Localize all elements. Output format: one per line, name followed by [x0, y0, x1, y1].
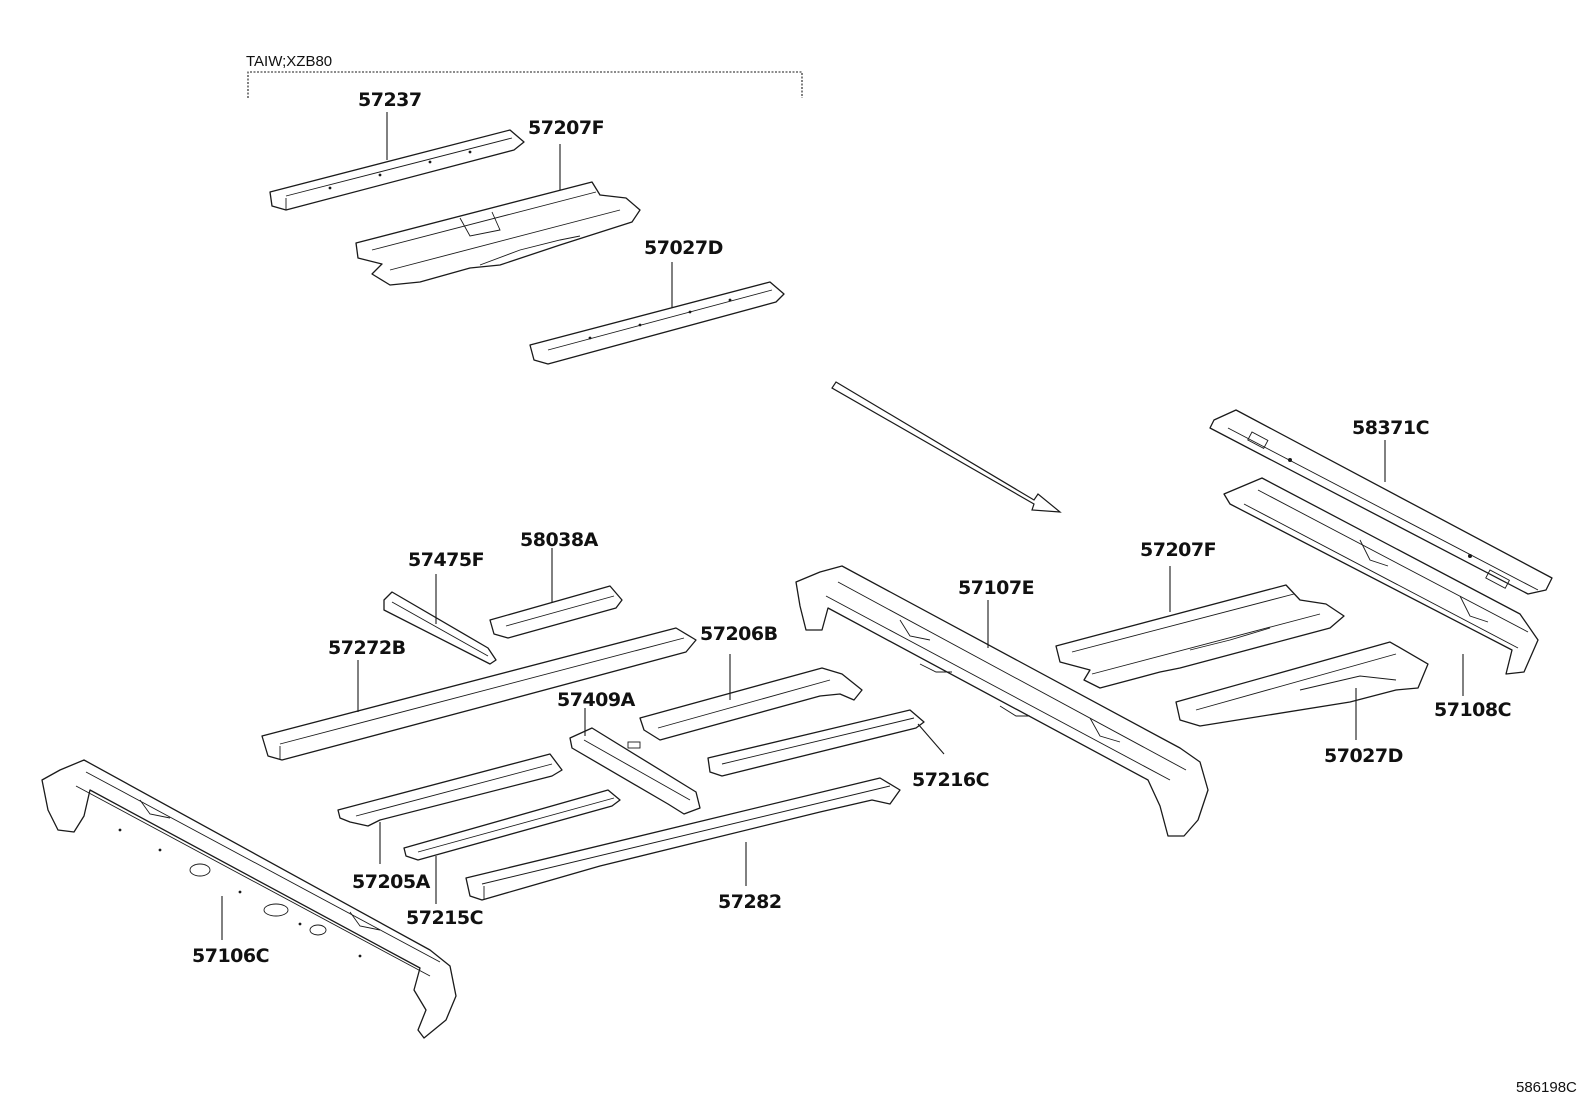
leader-57216C [917, 723, 945, 755]
label-57027D-top: 57027D [644, 237, 723, 259]
drawing-number: 586198C [1516, 1079, 1577, 1096]
label-58371C: 58371C [1352, 417, 1429, 439]
part-57106C-shape [41, 759, 457, 1039]
part-57282-shape [465, 777, 901, 901]
part-57206B-shape [639, 667, 863, 741]
label-57207F-right: 57207F [1140, 539, 1216, 561]
part-58371C-shape [1209, 409, 1553, 595]
label-57108C: 57108C [1434, 699, 1511, 721]
label-57207F-top: 57207F [528, 117, 604, 139]
label-57215C: 57215C [406, 907, 483, 929]
part-57207F-top-shape [355, 181, 641, 286]
part-57409A-shape [569, 727, 701, 815]
part-57237-shape [269, 129, 525, 211]
part-57027D-right-shape [1175, 641, 1429, 727]
part-57475F-shape [383, 591, 497, 665]
label-57216C: 57216C [912, 769, 989, 791]
group-label: TAIW;XZB80 [246, 53, 332, 70]
direction-arrow [831, 381, 1062, 513]
label-57106C: 57106C [192, 945, 269, 967]
part-57107E-shape [795, 565, 1209, 837]
label-58038A: 58038A [520, 529, 599, 551]
label-57272B: 57272B [328, 637, 406, 659]
label-57206B: 57206B [700, 623, 778, 645]
label-57282: 57282 [718, 891, 782, 913]
part-58038A-shape [489, 585, 623, 639]
part-57207F-right-shape [1055, 584, 1345, 689]
part-57216C-shape [707, 709, 925, 777]
label-57237: 57237 [358, 89, 422, 111]
group-bracket: TAIW;XZB80 [246, 53, 803, 98]
part-57272B-shape [261, 627, 697, 761]
label-57205A: 57205A [352, 871, 431, 893]
part-57108C-shape [1223, 477, 1539, 675]
label-57409A: 57409A [557, 689, 636, 711]
part-57215C-shape [403, 789, 621, 861]
label-57027D-right: 57027D [1324, 745, 1403, 767]
label-57475F: 57475F [408, 549, 484, 571]
part-57027D-top-shape [529, 281, 785, 365]
part-57205A-shape [337, 753, 563, 827]
label-57107E: 57107E [958, 577, 1034, 599]
